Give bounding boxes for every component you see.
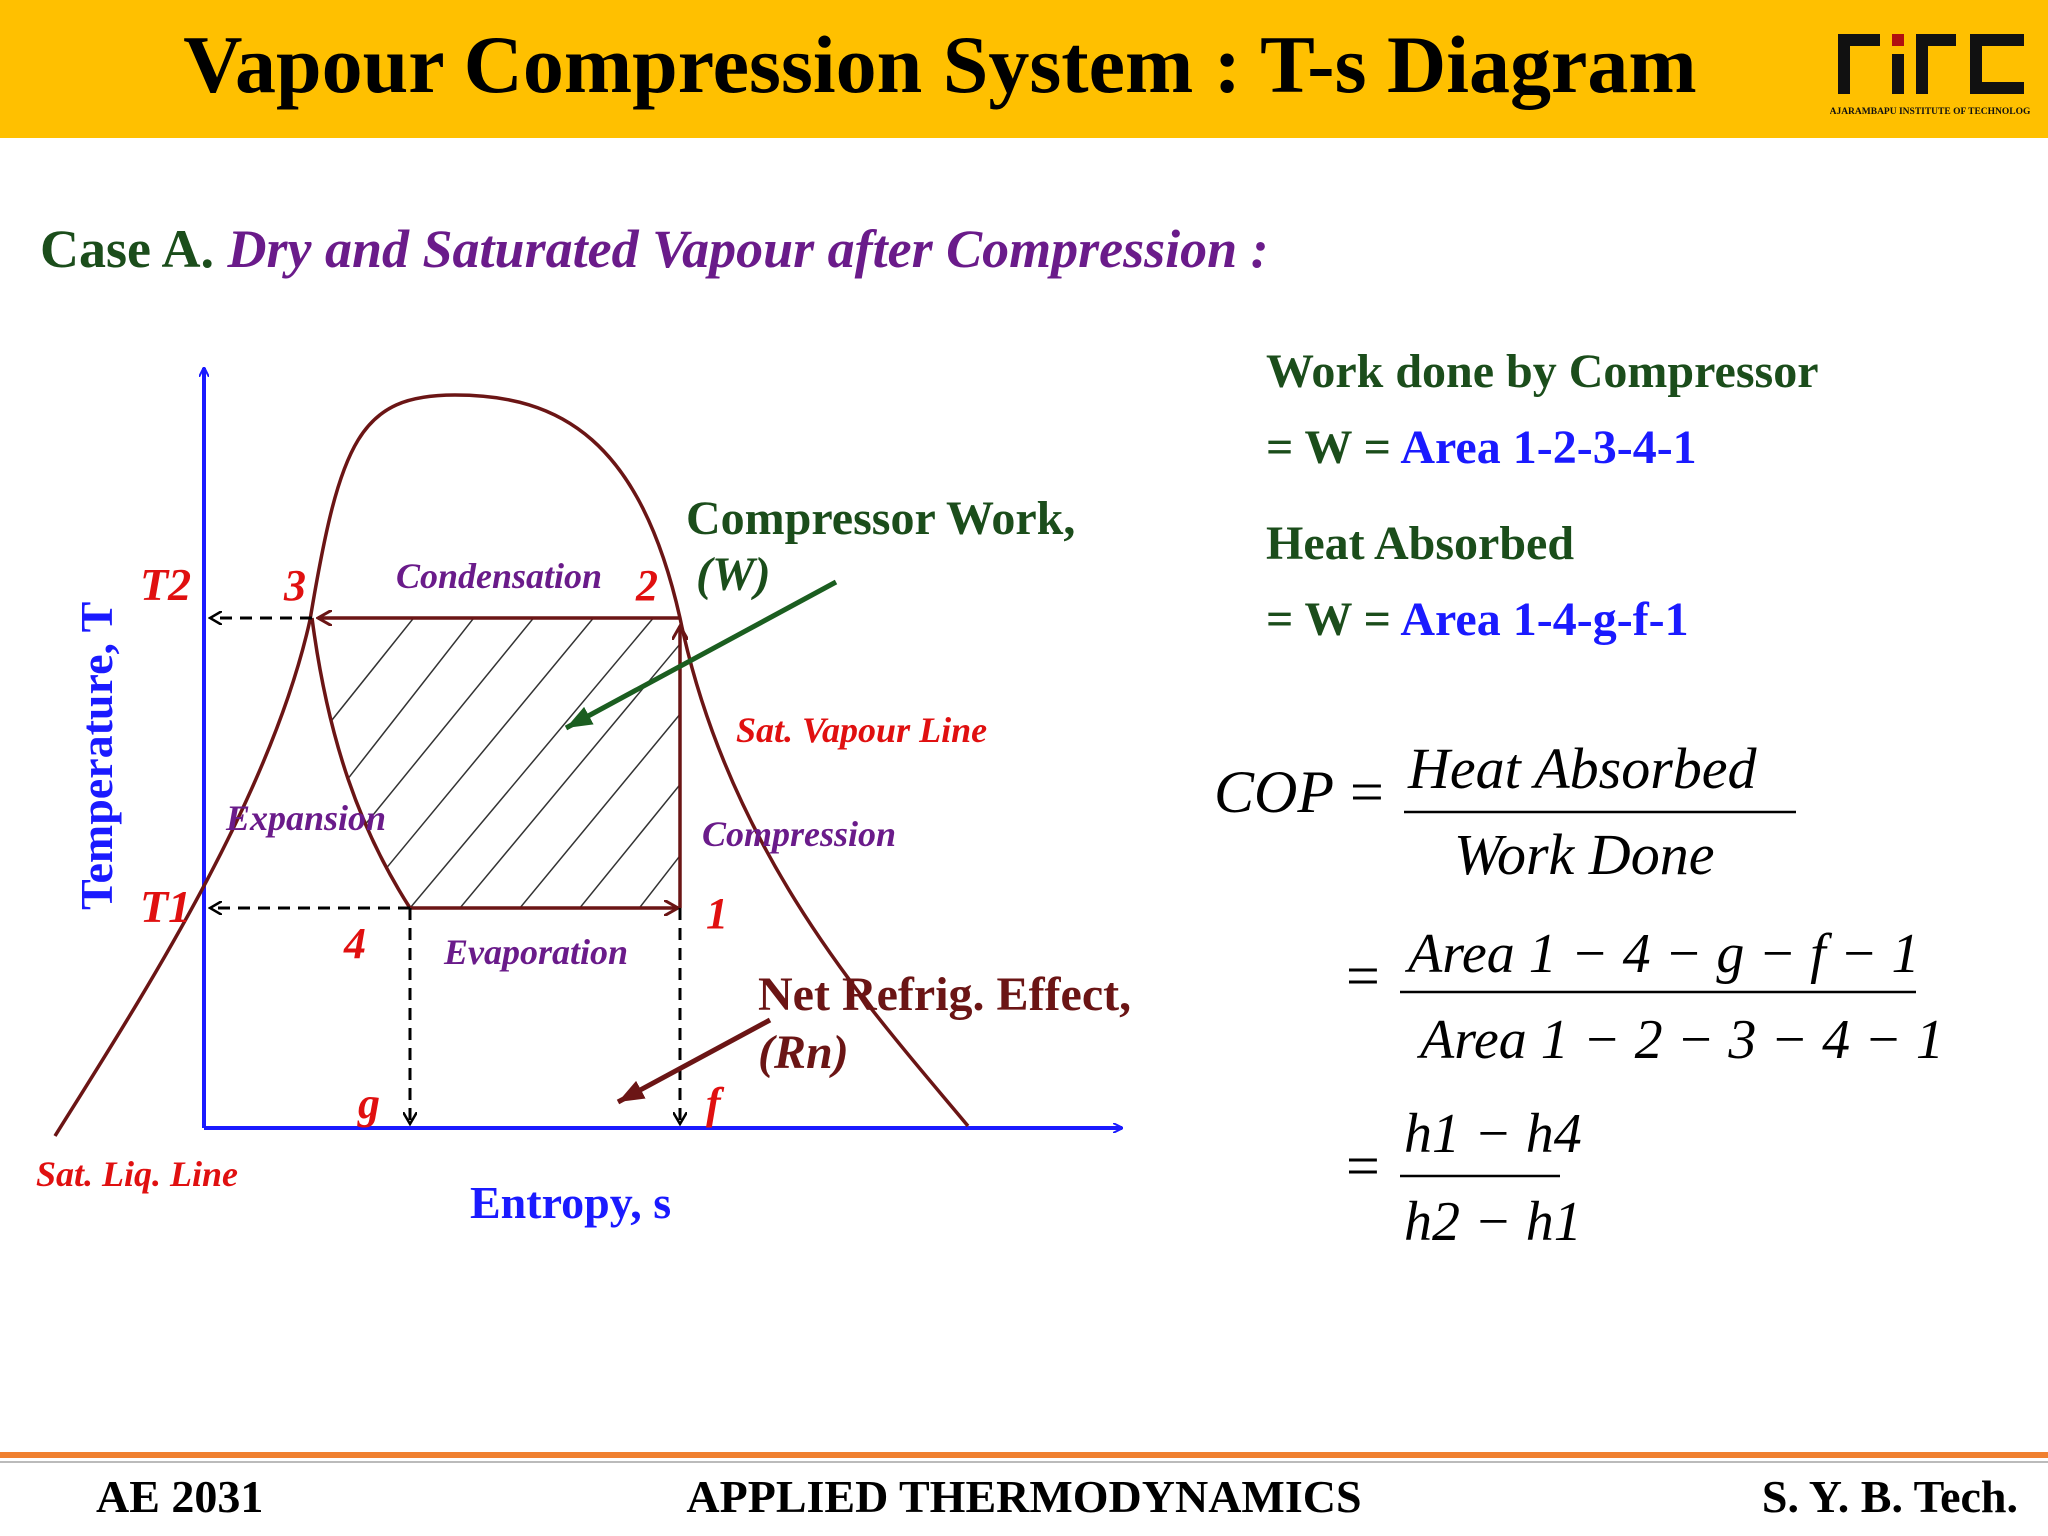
footer-rule-thin (0, 1461, 2048, 1463)
footer-course-name: APPLIED THERMODYNAMICS (686, 1471, 1362, 1522)
work-title: Work done by Compressor (1266, 345, 1819, 398)
header-bar (0, 0, 2048, 138)
saturation-dome (53, 393, 970, 1137)
cop-denominator-3: h2 − h1 (1404, 1191, 1582, 1253)
work-equation: = W = Area 1-2-3-4-1 (1266, 420, 1697, 475)
point-4-label: 4 (343, 919, 366, 968)
footer-rule (0, 1452, 2048, 1458)
compressor-work-label: Compressor Work, (686, 492, 1075, 545)
svg-text:RAJARAMBAPU INSTITUTE OF TECHN: RAJARAMBAPU INSTITUTE OF TECHNOLOGY (1830, 107, 2030, 117)
sat-liq-line-label: Sat. Liq. Line (36, 1154, 238, 1194)
heat-area: Area 1-4-g-f-1 (1400, 593, 1689, 646)
point-2-label: 2 (635, 561, 658, 610)
case-label: Case A. (40, 219, 214, 279)
x-axis-label: Entropy, s (470, 1177, 671, 1228)
cop-equals-1: = (1350, 759, 1384, 825)
case-heading: Case A. Dry and Saturated Vapour after C… (40, 218, 1269, 280)
cop-numerator-1: Heat Absorbed (1407, 736, 1758, 801)
footer-course-code: AE 2031 (96, 1471, 264, 1522)
point-1-label: 1 (706, 889, 728, 938)
compression-label: Compression (702, 814, 896, 854)
cop-lhs: COP (1214, 759, 1334, 825)
net-refrig-effect-symbol: (Rn) (758, 1026, 849, 1079)
cop-numerator-2: Area 1 − 4 − g − f − 1 (1404, 923, 1920, 985)
work-equals: = W = (1266, 421, 1391, 474)
compressor-work-symbol: (W) (696, 548, 771, 601)
evaporation-label: Evaporation (443, 932, 628, 972)
point-3-label: 3 (283, 561, 306, 610)
cop-numerator-3: h1 − h4 (1404, 1103, 1582, 1165)
point-f-label: f (706, 1079, 725, 1128)
t1-label: T1 (140, 881, 191, 932)
cop-denominator-2: Area 1 − 2 − 3 − 4 − 1 (1416, 1009, 1940, 1071)
compressor-work-arrow (564, 579, 838, 731)
ts-diagram: Temperature, T Entropy, s T2 T1 3 2 1 4 … (36, 340, 1131, 1228)
page-title: Vapour Compression System : T-s Diagram (183, 19, 1697, 110)
refrig-effect-arrow (616, 1017, 772, 1105)
expansion-label: Expansion (225, 798, 386, 838)
case-description: Dry and Saturated Vapour after Compressi… (227, 219, 1269, 279)
expansion-line (310, 617, 412, 909)
condensation-label: Condensation (396, 556, 602, 596)
cop-equals-3: = (1346, 1133, 1380, 1199)
work-area-hatch (312, 618, 680, 908)
heat-equation: = W = Area 1-4-g-f-1 (1266, 592, 1689, 647)
cop-denominator-1: Work Done (1454, 822, 1714, 887)
cop-formula: COP = Heat Absorbed Work Done = Area 1 −… (1214, 736, 1940, 1253)
t2-label: T2 (140, 559, 191, 610)
cop-equals-2: = (1346, 943, 1380, 1009)
point-g-label: g (357, 1079, 380, 1128)
sat-vapour-line-label: Sat. Vapour Line (736, 710, 987, 750)
net-refrig-effect-label: Net Refrig. Effect, (758, 968, 1131, 1021)
heat-equals: = W = (1266, 593, 1391, 646)
work-area: Area 1-2-3-4-1 (1400, 421, 1697, 474)
institute-logo: RAJARAMBAPU INSTITUTE OF TECHNOLOGY (1830, 34, 2030, 117)
heat-title: Heat Absorbed (1266, 517, 1575, 570)
footer-class: S. Y. B. Tech. (1761, 1471, 2018, 1522)
y-axis-label: Temperature, T (71, 602, 122, 910)
